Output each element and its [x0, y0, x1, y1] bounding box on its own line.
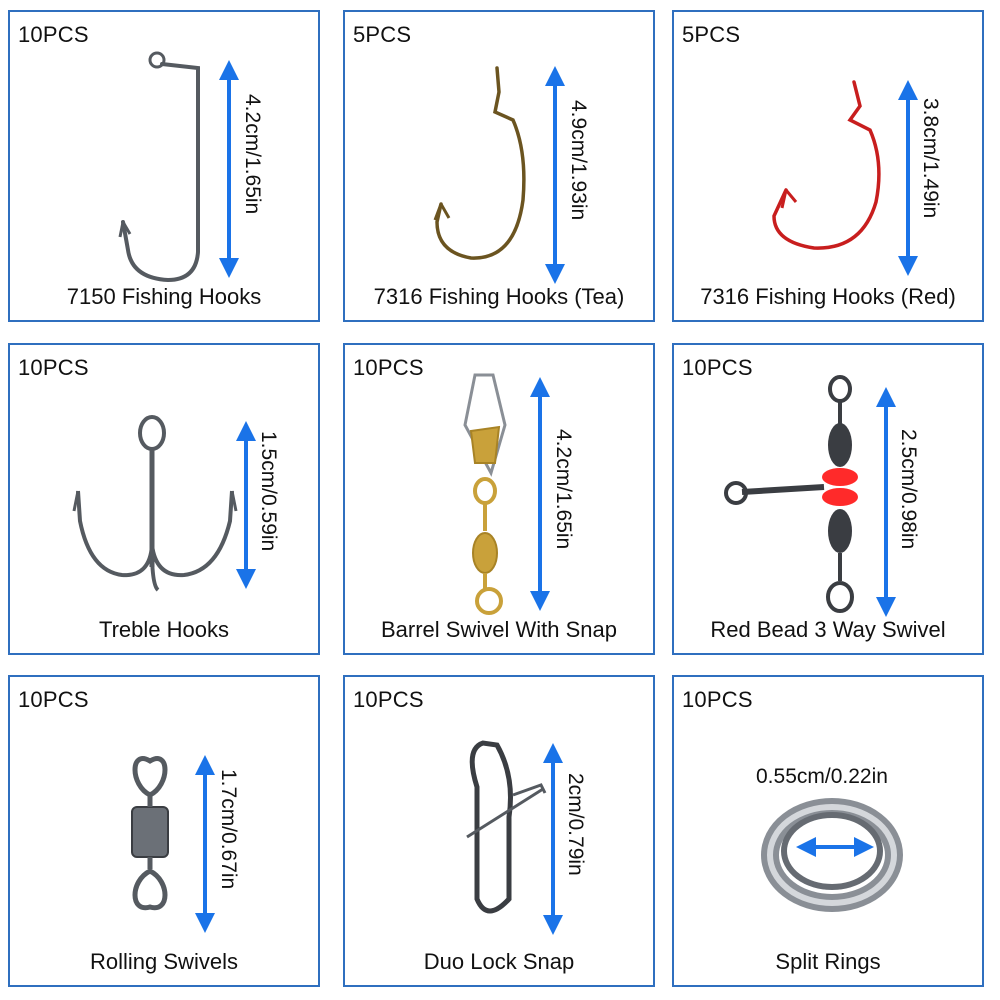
rolling-swivel-icon	[131, 755, 215, 933]
quantity-label: 10PCS	[353, 355, 424, 380]
size-label: 1.7cm/0.67in	[217, 769, 240, 890]
quantity-label: 10PCS	[18, 687, 89, 712]
product-card-7316-hooks-red: 5PCS 3.8cm/1.49in 7316 Fishing Hooks (Re…	[672, 10, 984, 322]
size-label: 4.2cm/1.65in	[552, 429, 575, 550]
size-label: 0.55cm/0.22in	[756, 765, 888, 788]
offset-worm-hook-red-icon	[772, 80, 918, 276]
product-name: 7150 Fishing Hooks	[66, 284, 262, 309]
product-card-7316-hooks-tea: 5PCS 4.9cm/1.93in 7316 Fishing Hooks (Te…	[343, 10, 655, 322]
product-card-barrel-swivel-snap: 10PCS 4.2cm/1.65in Barrel Swivel With Sn…	[343, 343, 655, 655]
product-name: Split Rings	[775, 949, 881, 974]
size-label: 2cm/0.79in	[564, 773, 587, 876]
size-label: 2.5cm/0.98in	[897, 429, 920, 550]
duo-lock-snap-icon	[466, 740, 563, 935]
quantity-label: 10PCS	[18, 22, 89, 47]
quantity-label: 10PCS	[18, 355, 89, 380]
product-name: Rolling Swivels	[90, 949, 238, 974]
product-name: Treble Hooks	[98, 617, 229, 642]
product-card-duo-lock-snap: 10PCS 2cm/0.79in Duo Lock Snap	[343, 675, 655, 987]
product-name: Duo Lock Snap	[423, 949, 575, 974]
three-way-swivel-icon	[724, 375, 896, 617]
size-label: 4.9cm/1.93in	[567, 100, 590, 221]
quantity-label: 10PCS	[682, 687, 753, 712]
product-card-three-way-swivel: 10PCS 2.5cm/0.98in Red Bead 3 Way Swivel	[672, 343, 984, 655]
treble-hook-icon	[72, 415, 256, 592]
product-card-treble-hooks: 10PCS 1.5cm/0.59in Treble Hooks	[8, 343, 320, 655]
size-label: 4.2cm/1.65in	[241, 94, 264, 215]
split-ring-icon	[761, 798, 903, 912]
quantity-label: 10PCS	[682, 355, 753, 380]
product-name: Red Bead 3 Way Swivel	[710, 617, 946, 642]
product-card-rolling-swivels: 10PCS 1.7cm/0.67in Rolling Swivels	[8, 675, 320, 987]
size-label: 1.5cm/0.59in	[257, 431, 280, 552]
size-label: 3.8cm/1.49in	[919, 98, 942, 219]
quantity-label: 10PCS	[353, 687, 424, 712]
product-name: 7316 Fishing Hooks (Tea)	[373, 284, 625, 309]
offset-worm-hook-bronze-icon	[433, 66, 565, 284]
jig-hook-icon	[118, 51, 239, 283]
quantity-label: 5PCS	[682, 22, 741, 47]
product-card-split-rings: 10PCS 0.55cm/0.22in Split Rings	[672, 675, 984, 987]
barrel-swivel-snap-icon	[463, 373, 550, 615]
product-name: Barrel Swivel With Snap	[381, 617, 617, 642]
product-name: 7316 Fishing Hooks (Red)	[700, 284, 956, 309]
quantity-label: 5PCS	[353, 22, 412, 47]
product-card-7150-hooks: 10PCS 4.2cm/1.65in 7150 Fishing Hooks	[8, 10, 320, 322]
